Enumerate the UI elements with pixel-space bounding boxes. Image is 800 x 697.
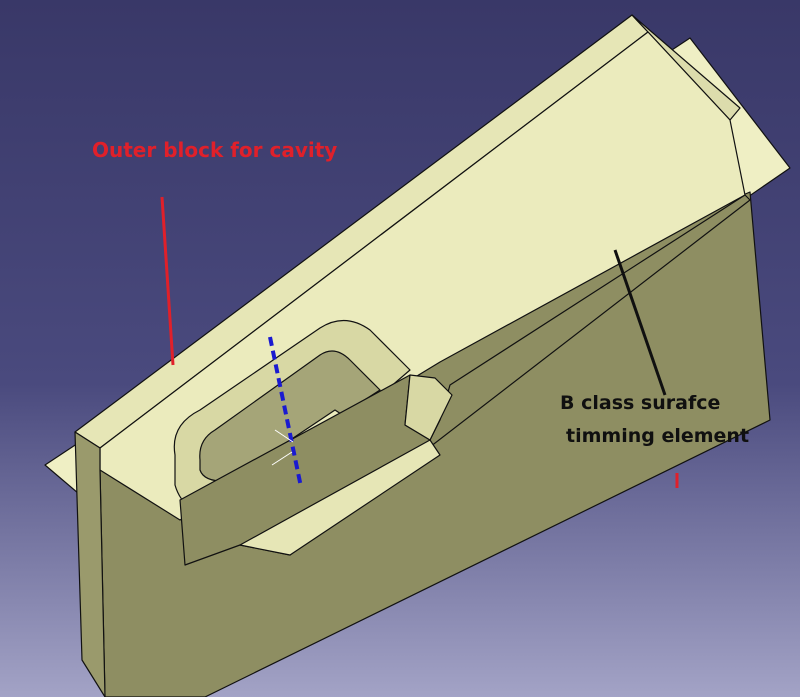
axis-triad-icon [271,429,294,466]
rib-lower-step [239,439,441,556]
pocket-inner [199,350,381,482]
outer-block-leader-line [160,196,175,366]
b-class-annotation-line2: timming element [566,425,750,447]
b-class-annotation-line1: B class surafce [560,392,721,414]
rib-notch [404,374,453,441]
axis-dashed-line [268,336,303,488]
cavity-part-model[interactable] [44,14,791,697]
block-front-wall [74,431,106,697]
outer-block-annotation: Outer block for cavity [92,138,338,162]
b-class-leader-line [613,249,667,396]
